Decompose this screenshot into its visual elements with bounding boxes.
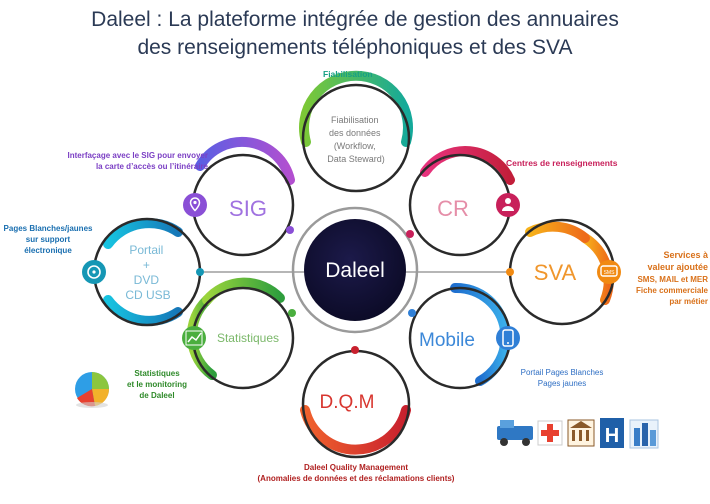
fiabilisation-arc (299, 70, 413, 147)
statistiques-caption-line-2: et le monitoring (127, 379, 187, 389)
portail-line-3: DVD (134, 273, 160, 287)
sva-caption: Services à valeur ajoutée SMS, MAIL et M… (618, 249, 708, 308)
dqm-caption: Daleel Quality Management (Anomalies de … (230, 463, 482, 485)
fiabilisation-caption: Fiabilisation (323, 69, 373, 79)
center-outer-ring (291, 206, 419, 334)
fiabilisation-line-2: des données (329, 128, 381, 138)
person-icon (496, 193, 520, 217)
fiabilisation-line-4: Data Steward) (327, 154, 385, 164)
node-dqm: D.Q.M (300, 346, 411, 459)
sva-arc-top (525, 221, 590, 243)
buildings-icon (629, 419, 659, 449)
title-line-2: des renseignements téléphoniques et des … (137, 36, 573, 59)
hospital-icon: H (600, 418, 624, 448)
sig-caption-line-1: Interfaçage avec le SIG pour envoyer (67, 151, 208, 160)
sva-caption-line-2: valeur ajoutée (647, 262, 708, 273)
dqm-caption-line-2: (Anomalies de données et des réclamation… (257, 473, 455, 483)
center-node (304, 219, 406, 321)
portail-caption-line-1: Pages Blanches/jaunes (3, 224, 93, 233)
dqm-connector-dot (351, 346, 359, 354)
sva-label: SVA (534, 260, 577, 285)
sva-caption-line-4: Fiche commerciale (635, 286, 708, 296)
node-statistiques: Statistiques (182, 277, 296, 390)
sig-arc (195, 136, 295, 185)
fiabilisation-line-1: Fiabilisation (331, 115, 379, 125)
mobile-arc (450, 282, 510, 335)
node-fiabilisation: Fiabilisation des données (Workflow, Dat… (299, 70, 413, 193)
mobile-caption-line-1: Portail Pages Blanches (520, 368, 604, 377)
service-icons-strip: H (497, 418, 659, 449)
svg-text:Fiabilisation des donn: Fiabilisation des données (Workflow, Dat… (327, 115, 385, 164)
portail-line-2: + (143, 258, 150, 272)
location-pin-icon (183, 193, 207, 217)
node-cr: CR (406, 145, 520, 257)
statistiques-arc-top (202, 277, 285, 305)
node-sva: SVA SMS (506, 218, 621, 326)
mobile-caption-line-2: Pages jaunes (537, 378, 587, 388)
portail-line-1: Portail (129, 243, 163, 257)
portail-connector-dot (196, 268, 204, 276)
portail-caption-line-3: électronique (24, 245, 72, 255)
portail-arc-bottom (103, 295, 183, 326)
cr-label: CR (437, 196, 469, 221)
svg-text:SMS: SMS (604, 270, 616, 276)
sig-label: SIG (229, 196, 267, 221)
cr-caption: Centres de renseignements (506, 158, 618, 168)
mobile-label: Mobile (419, 330, 475, 351)
center-label: Daleel (325, 259, 385, 282)
statistiques-caption-line-3: de Daleel (139, 390, 175, 400)
fiabilisation-ring (301, 83, 411, 193)
portail-arc (103, 218, 183, 249)
node-portail: Portail + DVD CD USB (82, 217, 204, 327)
phone-icon (496, 326, 520, 350)
node-sig: SIG (183, 136, 295, 257)
mobile-connector-dot (408, 309, 416, 317)
statistiques-caption-line-1: Statistiques (134, 369, 180, 378)
statistiques-label: Statistiques (217, 331, 279, 345)
sig-caption: Interfaçage avec le SIG pour envoyer la … (40, 151, 208, 173)
tow-truck-icon (497, 420, 533, 446)
portail-line-4: CD USB (125, 288, 170, 302)
bank-icon (567, 419, 595, 447)
portail-ring (92, 217, 202, 327)
statistiques-connector-dot (288, 309, 296, 317)
svg-text:Portail + DVD: Portail + DVD CD USB (125, 243, 170, 302)
sva-caption-line-5: par métier (669, 296, 708, 306)
dqm-arc (300, 405, 411, 455)
cr-connector-dot (406, 230, 414, 238)
mobile-caption: Portail Pages Blanches Pages jaunes (512, 368, 612, 390)
dqm-label: D.Q.M (320, 392, 375, 413)
statistiques-caption: Statistiques et le monitoring de Daleel (112, 369, 202, 401)
fiabilisation-line-3: (Workflow, (334, 141, 376, 151)
title-line-1: Daleel : La plateforme intégrée de gesti… (91, 8, 619, 31)
sva-caption-line-1: Services à (663, 250, 708, 260)
svg-text:H: H (605, 425, 619, 447)
sva-caption-line-3: SMS, MAIL et MER (637, 275, 708, 285)
pharmacy-icon (537, 420, 563, 446)
sig-caption-line-2: la carte d’accès ou l’itinéraire (95, 161, 208, 171)
portail-caption: Pages Blanches/jaunes sur support électr… (2, 224, 94, 256)
dqm-caption-line-1: Daleel Quality Management (303, 463, 409, 472)
portail-caption-line-2: sur support (25, 234, 71, 244)
sig-connector-dot (286, 226, 294, 234)
sva-connector-dot (506, 268, 514, 276)
node-mobile: Mobile (408, 282, 520, 390)
pie-chart-icon (75, 372, 110, 408)
